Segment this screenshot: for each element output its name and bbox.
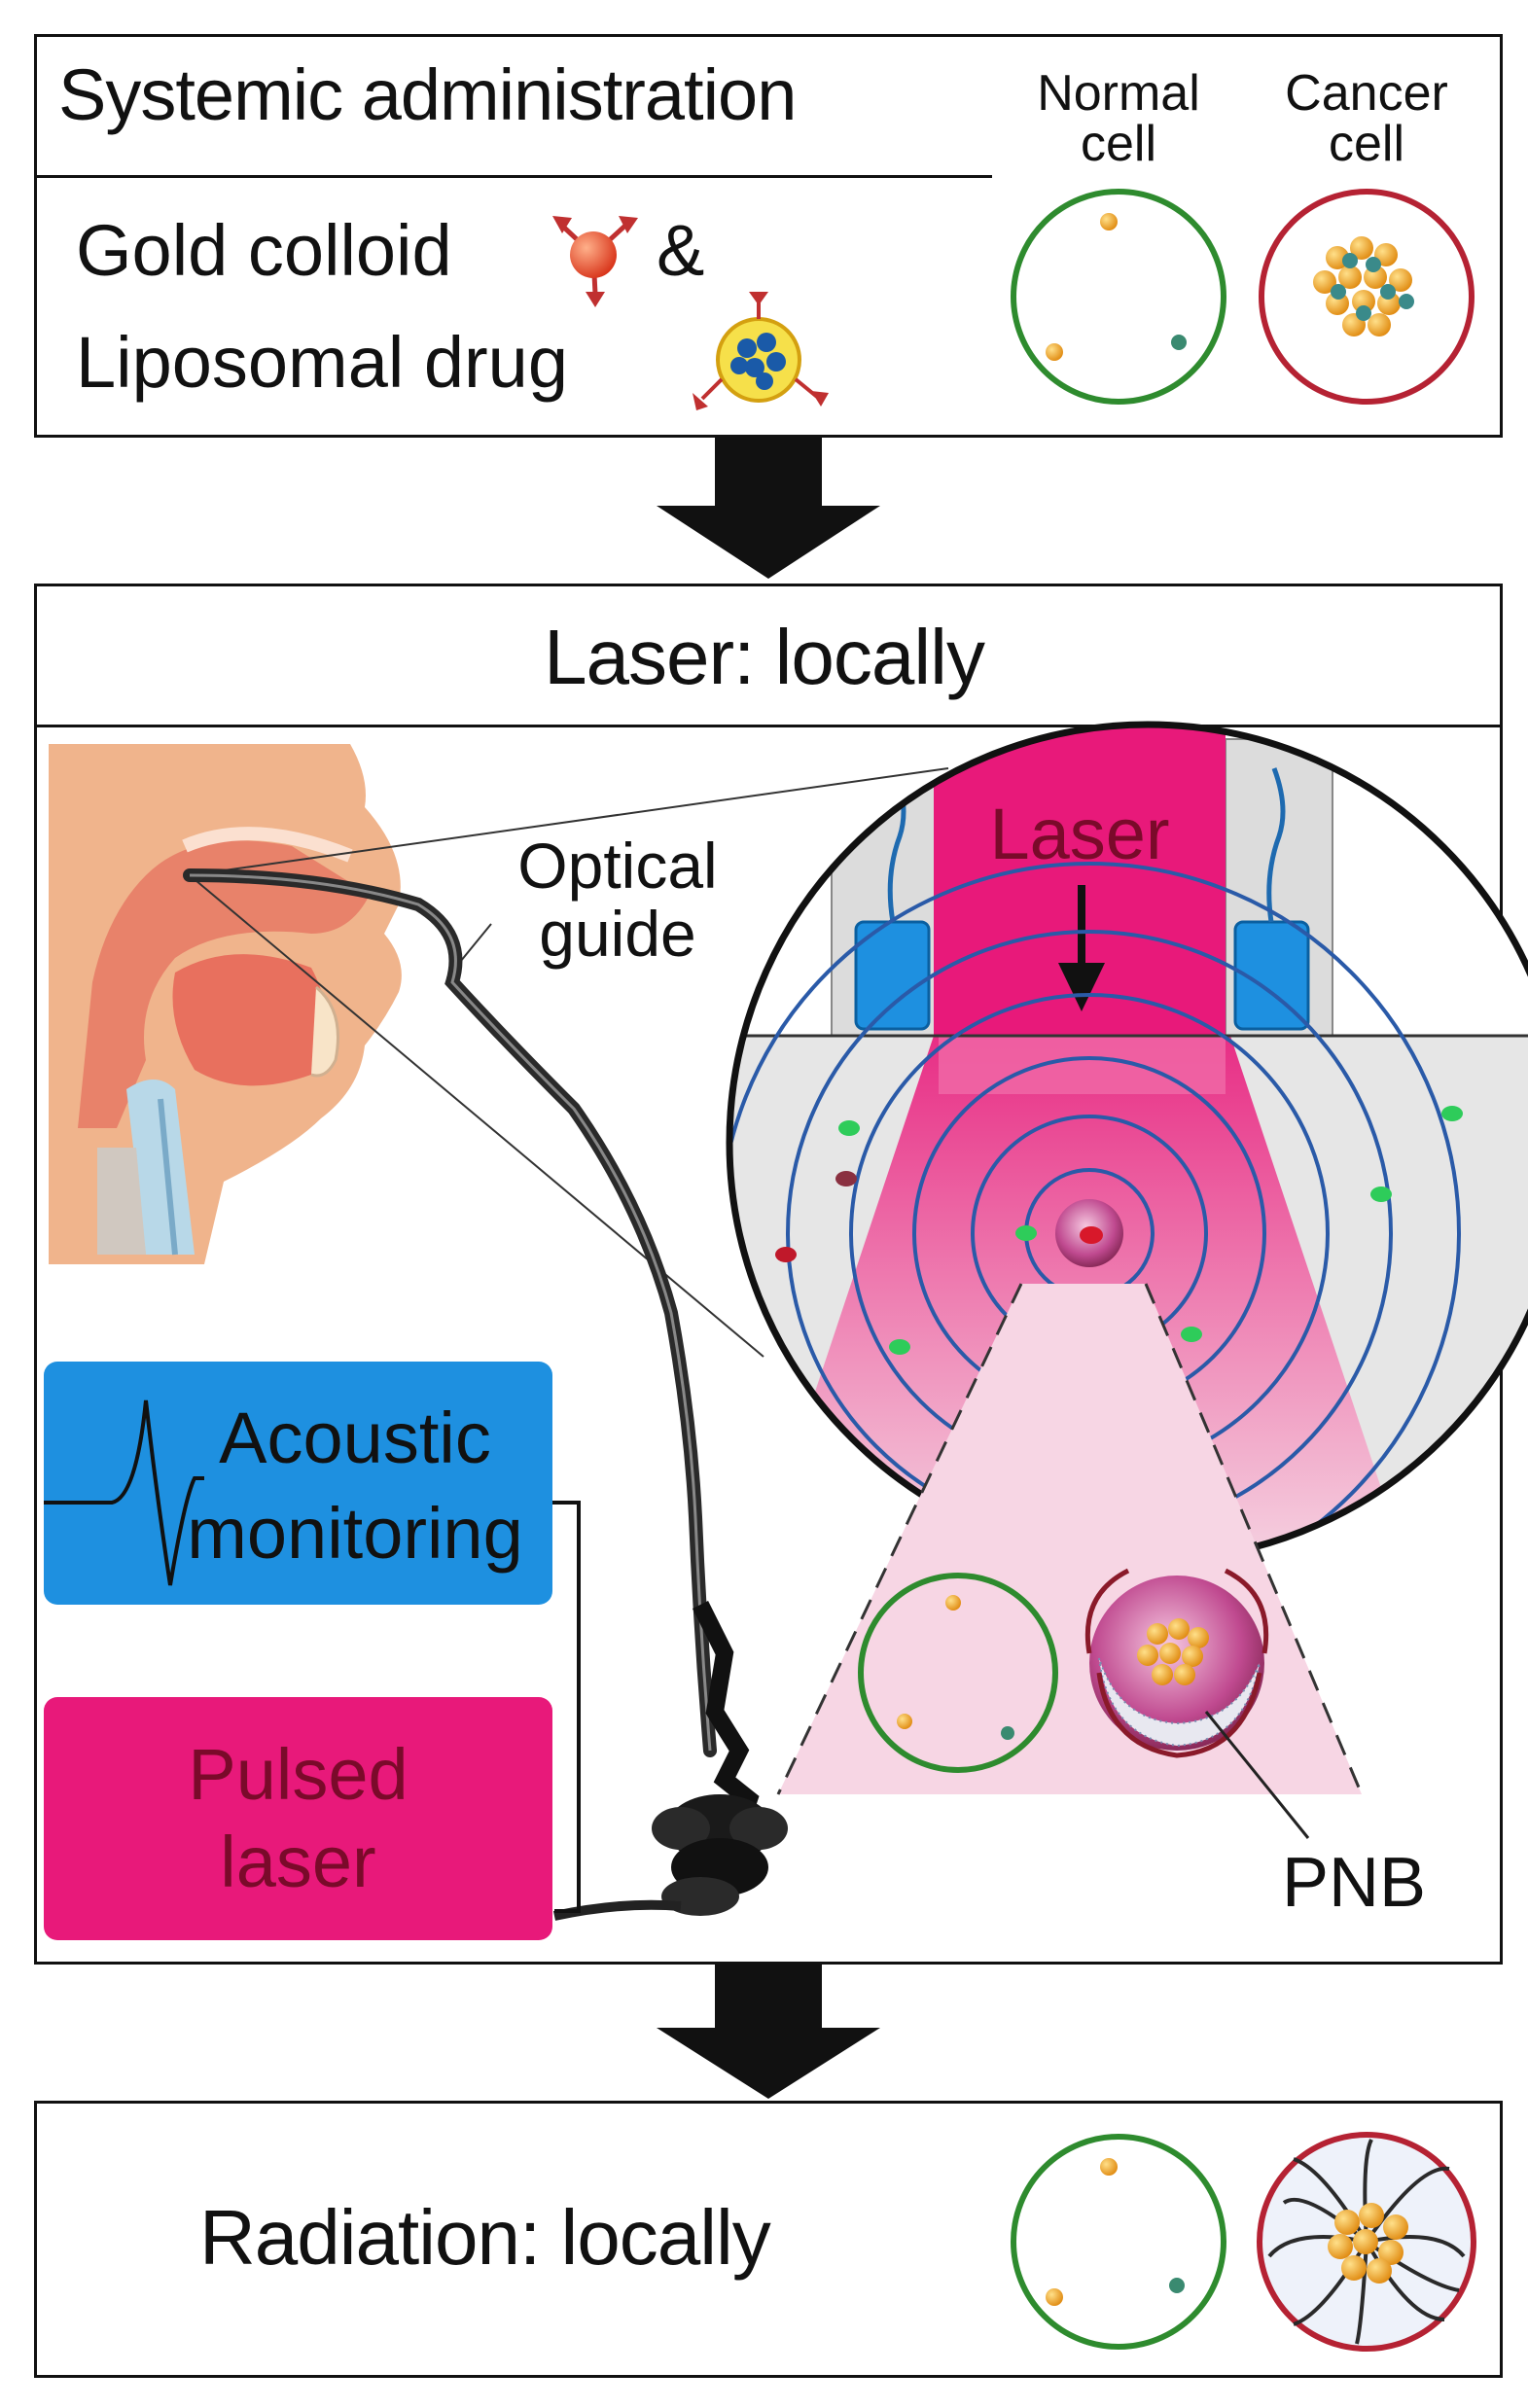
endoscope-illustration <box>183 868 788 1921</box>
cancer-cell-icon <box>1259 189 1475 405</box>
liposomal-drug-label: Liposomal drug <box>76 322 568 403</box>
liposomal-drug-icon <box>693 292 829 410</box>
radiation-locally-title: Radiation: locally <box>199 2194 771 2281</box>
title-underline <box>34 175 992 178</box>
gold-colloid-label: Gold colloid <box>76 210 452 291</box>
acoustic-connector <box>552 1501 581 1913</box>
acoustic-monitoring-label: Acoustic monitoring <box>187 1398 523 1574</box>
acoustic-monitoring-box[interactable]: Acoustic monitoring <box>44 1362 552 1605</box>
pnb-label: PNB <box>1282 1844 1427 1922</box>
zoom-line-top <box>189 767 949 876</box>
pnb-pointer <box>1204 1711 1310 1839</box>
bottom-normal-cell-icon <box>1011 2134 1226 2350</box>
laser-header-divider <box>34 725 1503 727</box>
gold-colloid-icon <box>552 216 638 307</box>
bottom-cancer-cell-icon <box>1257 2132 1476 2352</box>
zoom-line-bottom <box>189 874 764 1358</box>
cancer-cell-label: Cancer cell <box>1285 65 1448 172</box>
down-arrow-2 <box>657 1965 880 2099</box>
ampersand-label: & <box>657 210 705 291</box>
head-anatomy-illustration <box>49 744 402 1264</box>
pulsed-laser-label: Pulsed laser <box>188 1734 409 1902</box>
optical-guide-label: Optical guide <box>517 830 718 970</box>
systemic-administration-title: Systemic administration <box>58 54 797 135</box>
normal-cell-icon <box>1011 189 1226 405</box>
trapezoid-normal-cell-icon <box>858 1573 1058 1773</box>
waveform-icon <box>44 1399 204 1586</box>
down-arrow-1 <box>657 438 880 579</box>
pulsed-laser-box[interactable]: Pulsed laser <box>44 1697 552 1940</box>
laser-beam-label: Laser <box>989 794 1170 874</box>
laser-locally-title: Laser: locally <box>544 614 985 700</box>
normal-cell-label: Normal cell <box>1037 65 1200 172</box>
trapezoid-cancer-cell-icon <box>1084 1568 1269 1758</box>
